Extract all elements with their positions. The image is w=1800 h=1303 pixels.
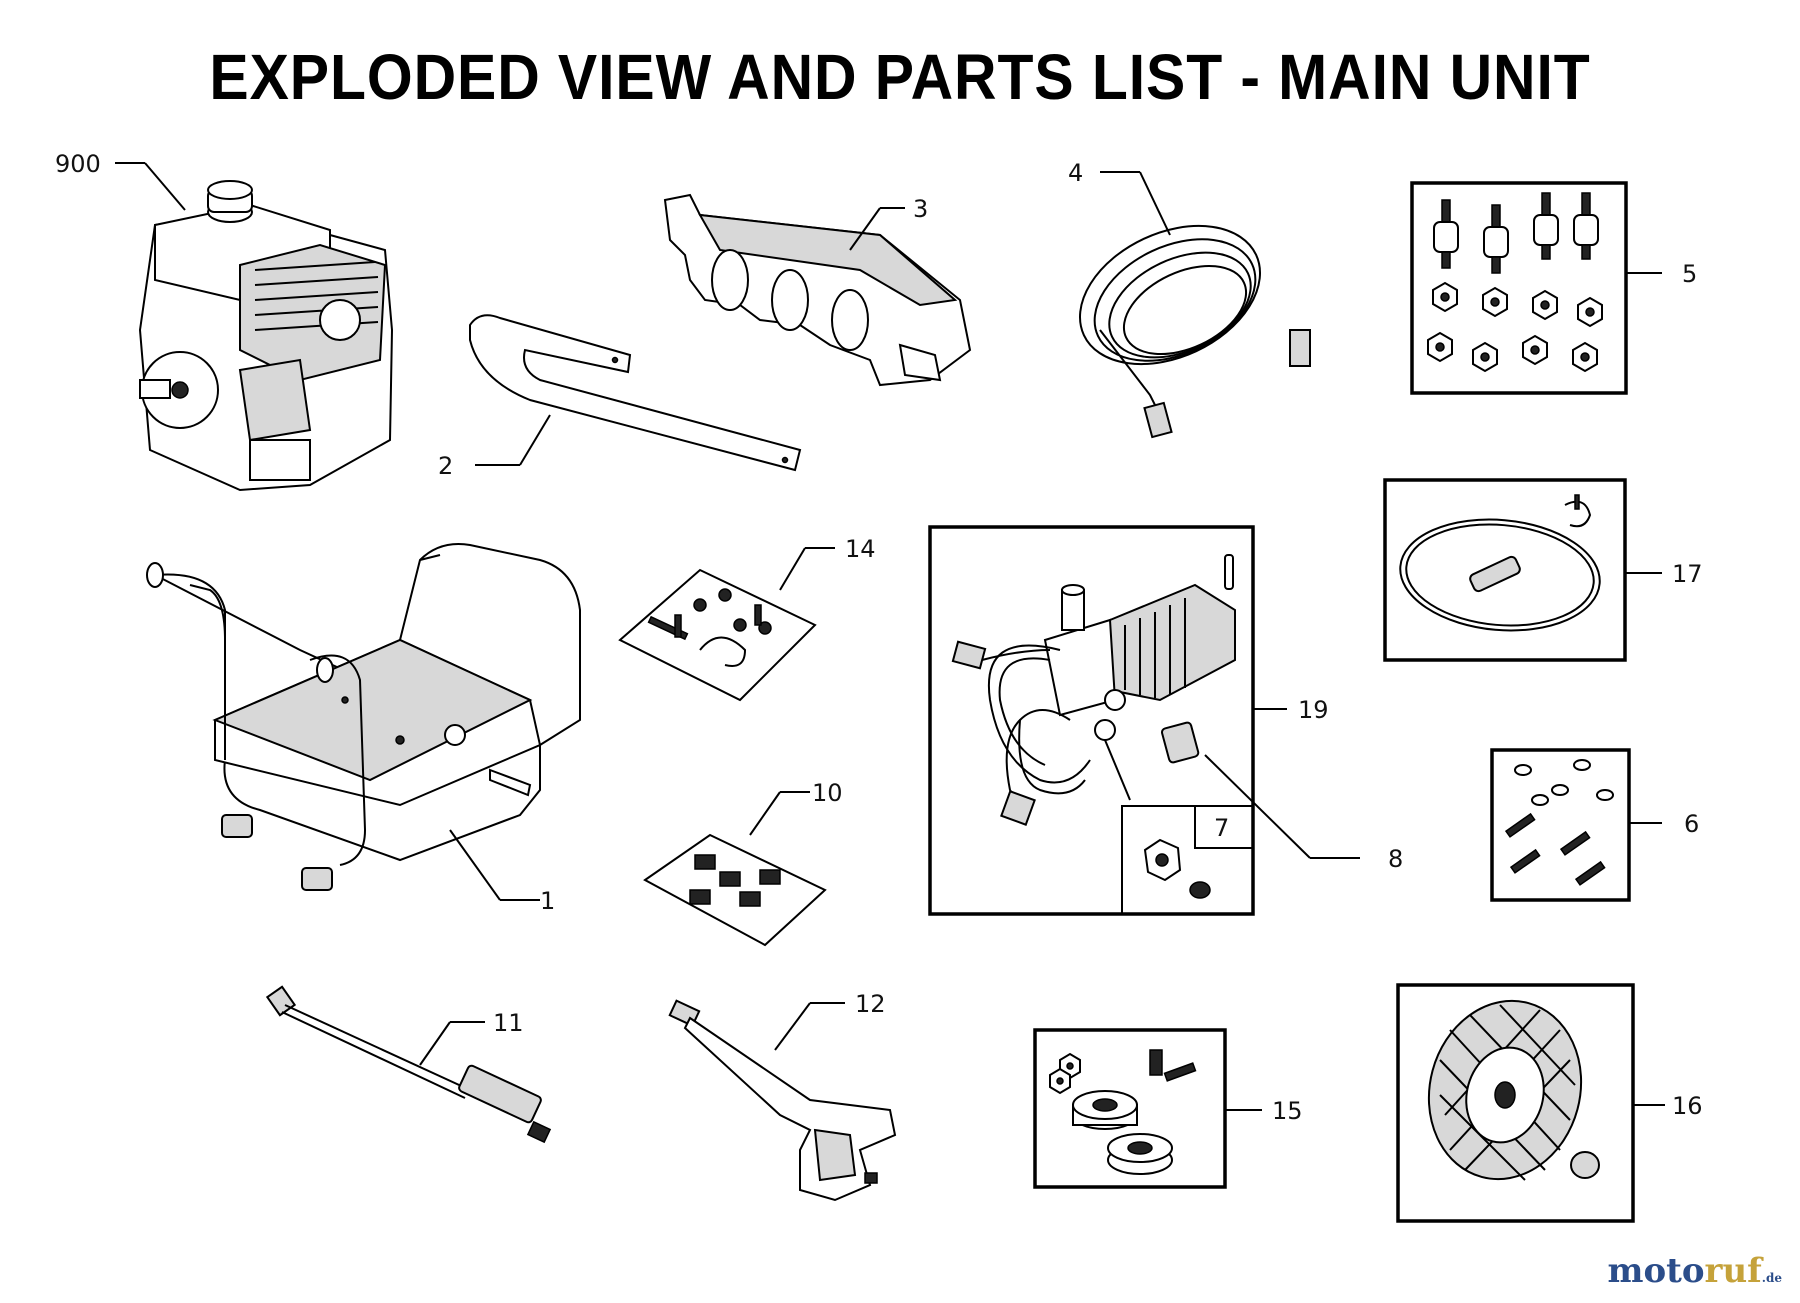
watermark-part2: ruf <box>1704 1251 1762 1291</box>
part-17-o-ring-box[interactable] <box>1383 478 1627 662</box>
part-3-housing[interactable] <box>663 193 972 387</box>
part-12-spray-gun[interactable] <box>668 999 897 1202</box>
part-2-handle-tube[interactable] <box>469 314 802 472</box>
leader-line <box>849 207 881 251</box>
callout-11: 11 <box>493 1009 524 1037</box>
part-16-wheel <box>1427 999 1600 1181</box>
part-7-label-box <box>1194 805 1254 849</box>
leader-line <box>779 547 806 591</box>
callout-2: 2 <box>438 452 453 480</box>
watermark-part1: moto <box>1607 1251 1705 1291</box>
part-14-hardware-bag[interactable] <box>618 568 817 702</box>
callout-12: 12 <box>855 990 886 1018</box>
leader-line <box>1104 739 1131 801</box>
leader-line <box>449 829 501 901</box>
callout-15: 15 <box>1272 1097 1303 1125</box>
part-5-mounts <box>1427 192 1603 373</box>
callout-900: 900 <box>55 150 101 178</box>
callout-14: 14 <box>845 535 876 563</box>
callout-3: 3 <box>913 195 928 223</box>
part-11-spray-lance[interactable] <box>265 985 552 1144</box>
leader-line <box>519 414 551 466</box>
callout-8: 8 <box>1388 845 1403 873</box>
leader-line <box>1204 754 1311 859</box>
part-6-screws-box[interactable] <box>1490 748 1631 902</box>
callout-19: 19 <box>1298 696 1329 724</box>
watermark-logo: motoruf.de <box>1607 1251 1782 1291</box>
callout-1: 1 <box>540 887 555 915</box>
watermark-part3: .de <box>1761 1271 1782 1285</box>
part-7-inset-box <box>1121 805 1254 915</box>
callout-10: 10 <box>812 779 843 807</box>
part-900-engine[interactable] <box>138 180 394 492</box>
part-19-pump <box>951 554 1236 826</box>
diagram-title: EXPLODED VIEW AND PARTS LIST - MAIN UNIT <box>209 41 1591 113</box>
part-16-wheel-box[interactable] <box>1396 983 1635 1223</box>
leader-line <box>749 791 781 836</box>
part-17-o-ring <box>1399 494 1601 632</box>
part-15-bearings-box[interactable] <box>1033 1028 1227 1189</box>
leader-line <box>144 162 186 211</box>
callout-16: 16 <box>1672 1092 1703 1120</box>
part-5-mounts-box[interactable] <box>1410 181 1628 395</box>
part-6-screws <box>1504 759 1614 886</box>
part-10-nozzle-bag[interactable] <box>643 833 827 947</box>
leader-line <box>419 1021 451 1066</box>
callout-4: 4 <box>1068 159 1083 187</box>
leader-line <box>774 1002 811 1051</box>
leader-line <box>1139 171 1171 236</box>
callout-7: 7 <box>1214 814 1229 842</box>
part-4-hose[interactable] <box>1058 199 1311 439</box>
part-7-connector[interactable] <box>1143 838 1211 899</box>
callout-6: 6 <box>1684 810 1699 838</box>
callout-5: 5 <box>1682 260 1697 288</box>
part-19-pump-box[interactable] <box>928 525 1255 916</box>
part-1-frame[interactable] <box>146 543 581 891</box>
callout-17: 17 <box>1672 560 1703 588</box>
part-15-bearings <box>1049 1049 1197 1175</box>
